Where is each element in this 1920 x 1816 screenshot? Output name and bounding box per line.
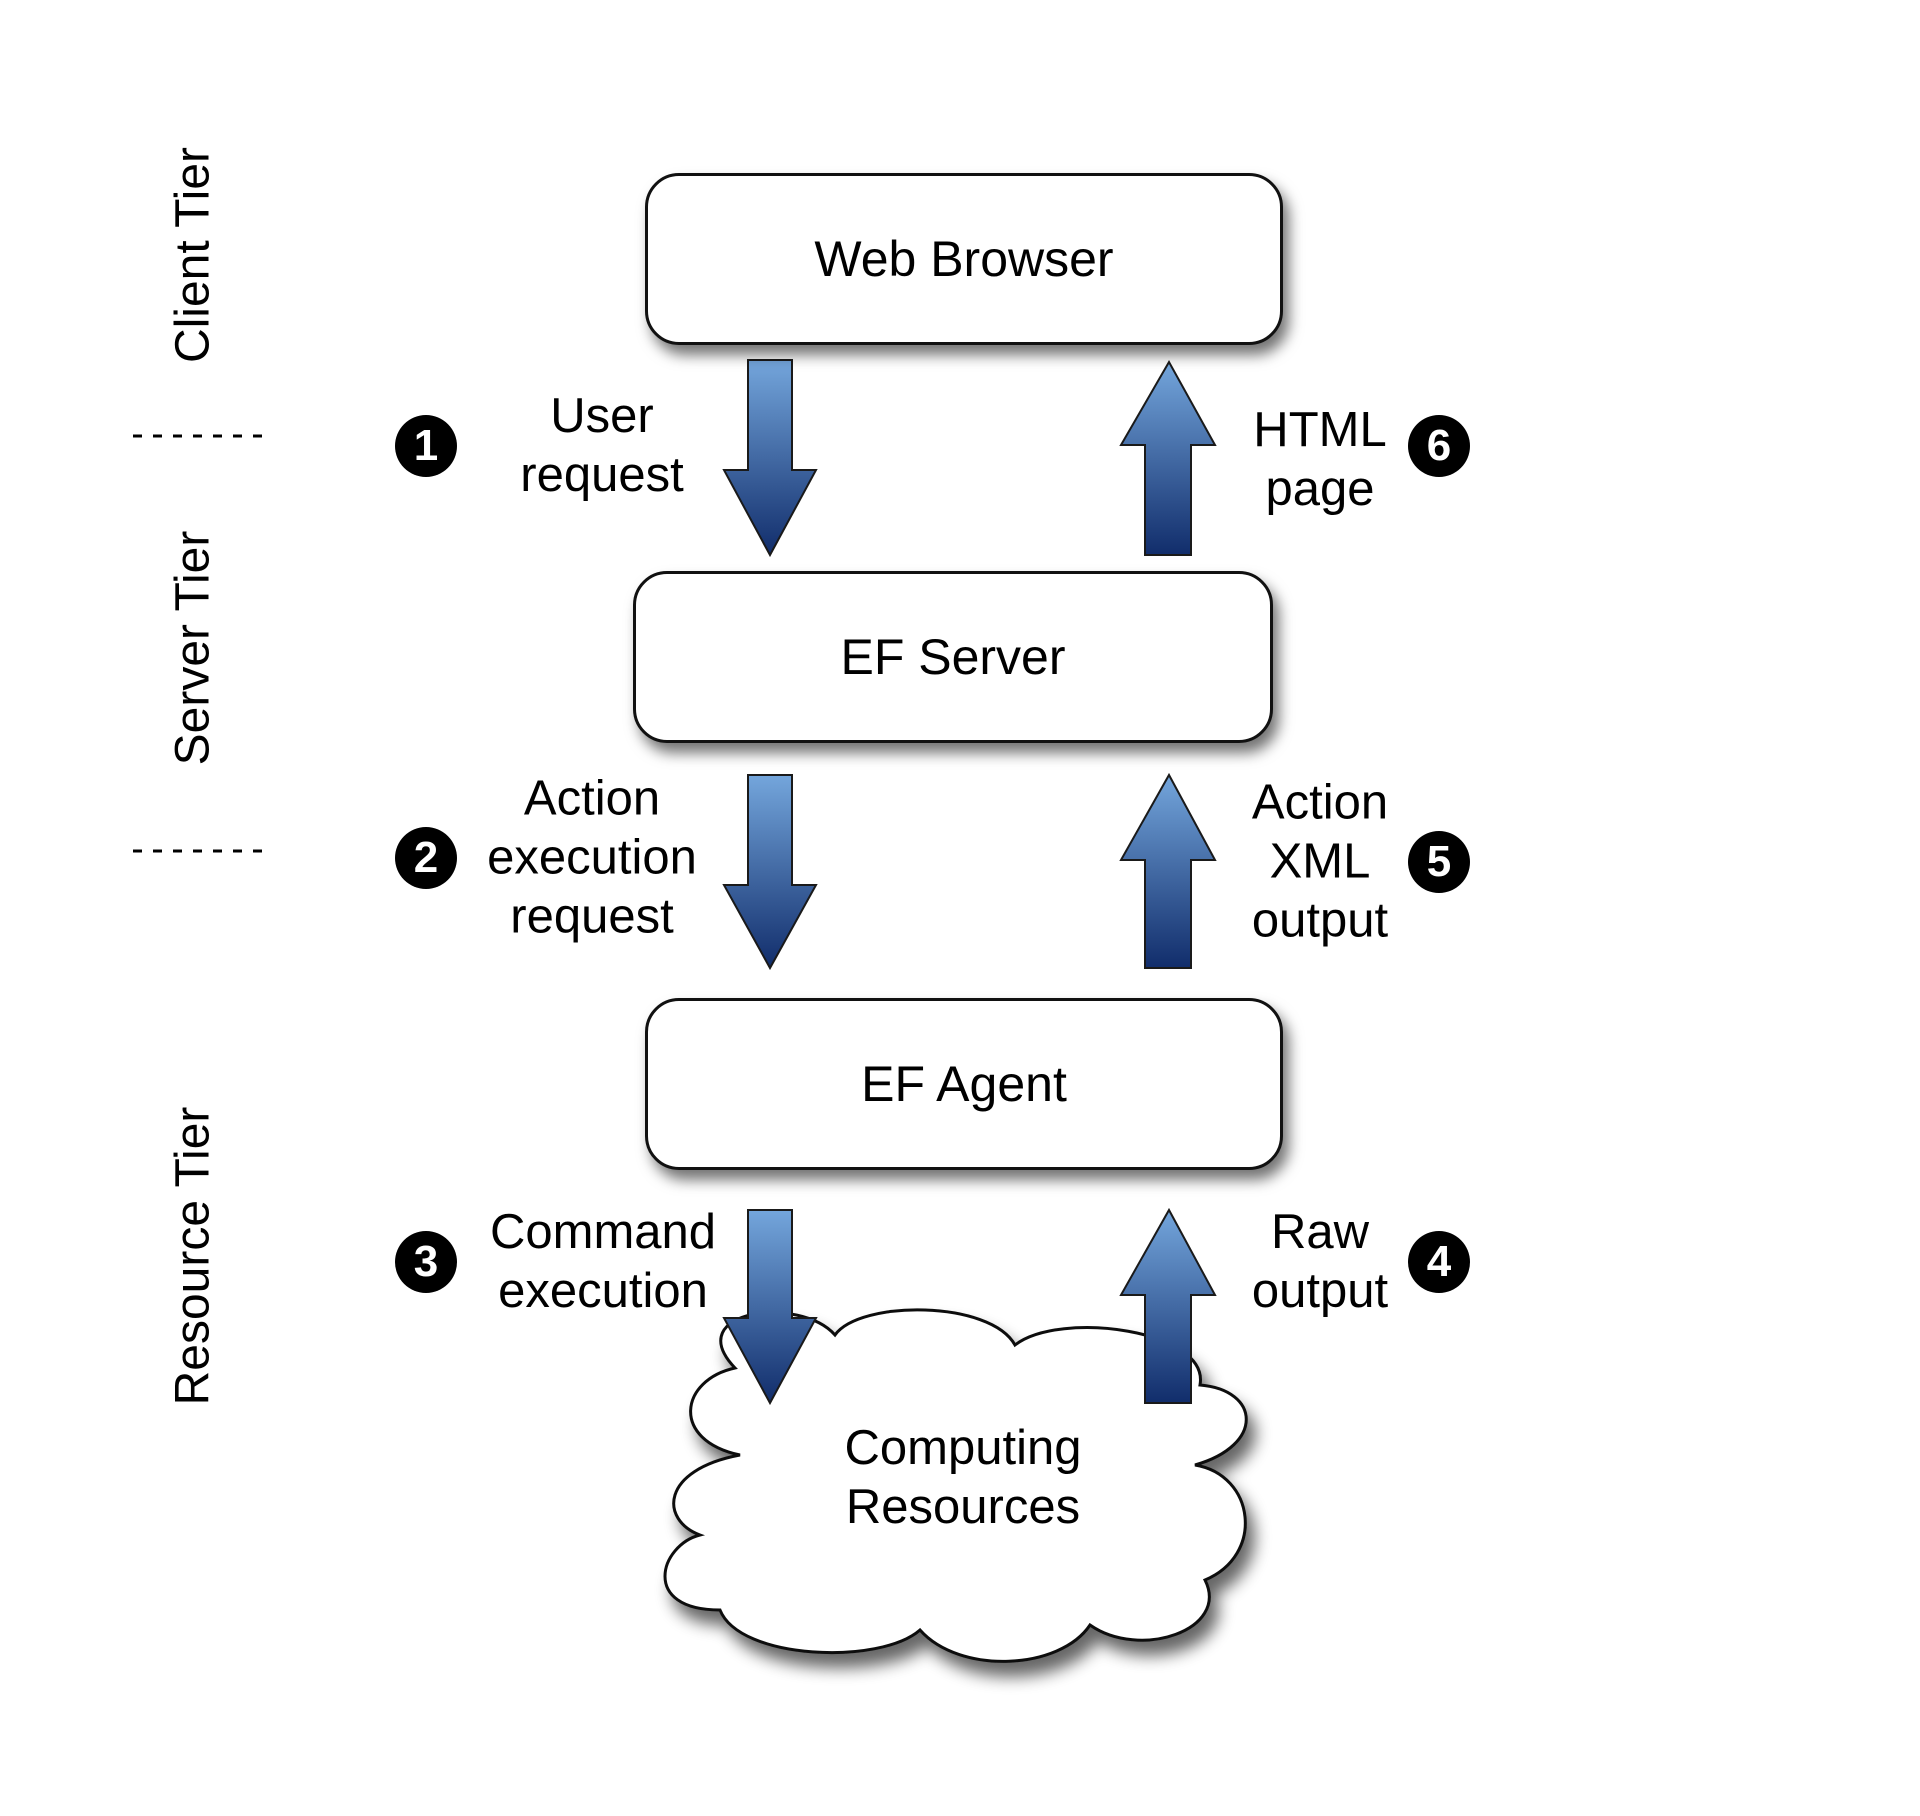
web-browser-box: Web Browser bbox=[645, 173, 1283, 345]
computing-resources-label: Computing Resources bbox=[844, 1421, 1082, 1534]
arrow-up-html-page bbox=[1119, 359, 1217, 556]
step-6-badge: 6 bbox=[1408, 415, 1470, 477]
raw-output-label: Raw output bbox=[1251, 1205, 1389, 1318]
step-1-badge: 1 bbox=[395, 415, 457, 477]
computing-resources-cloud bbox=[663, 1308, 1248, 1663]
step-4-badge: 4 bbox=[1408, 1231, 1470, 1293]
ef-server-box: EF Server bbox=[633, 571, 1273, 743]
arrow-down-command-execution bbox=[722, 1209, 818, 1406]
arrow-down-action-execution-request bbox=[722, 774, 818, 971]
step-3-badge: 3 bbox=[395, 1231, 457, 1293]
user-request-label: User request bbox=[520, 389, 684, 502]
step-2-badge: 2 bbox=[395, 827, 457, 889]
arrow-down-user-request bbox=[722, 359, 818, 558]
client-tier-label: Client Tier bbox=[166, 146, 220, 364]
html-page-label: HTML page bbox=[1253, 403, 1387, 516]
server-tier-label: Server Tier bbox=[166, 530, 220, 766]
arrow-up-raw-output bbox=[1119, 1207, 1217, 1404]
ef-agent-box: EF Agent bbox=[645, 998, 1283, 1170]
resource-tier-label: Resource Tier bbox=[166, 1106, 220, 1406]
action-xml-output-label: Action XML output bbox=[1251, 775, 1389, 948]
action-execution-request-label: Action execution request bbox=[487, 771, 697, 944]
command-execution-label: Command execution bbox=[489, 1205, 717, 1318]
step-5-badge: 5 bbox=[1408, 831, 1470, 893]
arrow-up-action-xml-output bbox=[1119, 772, 1217, 969]
